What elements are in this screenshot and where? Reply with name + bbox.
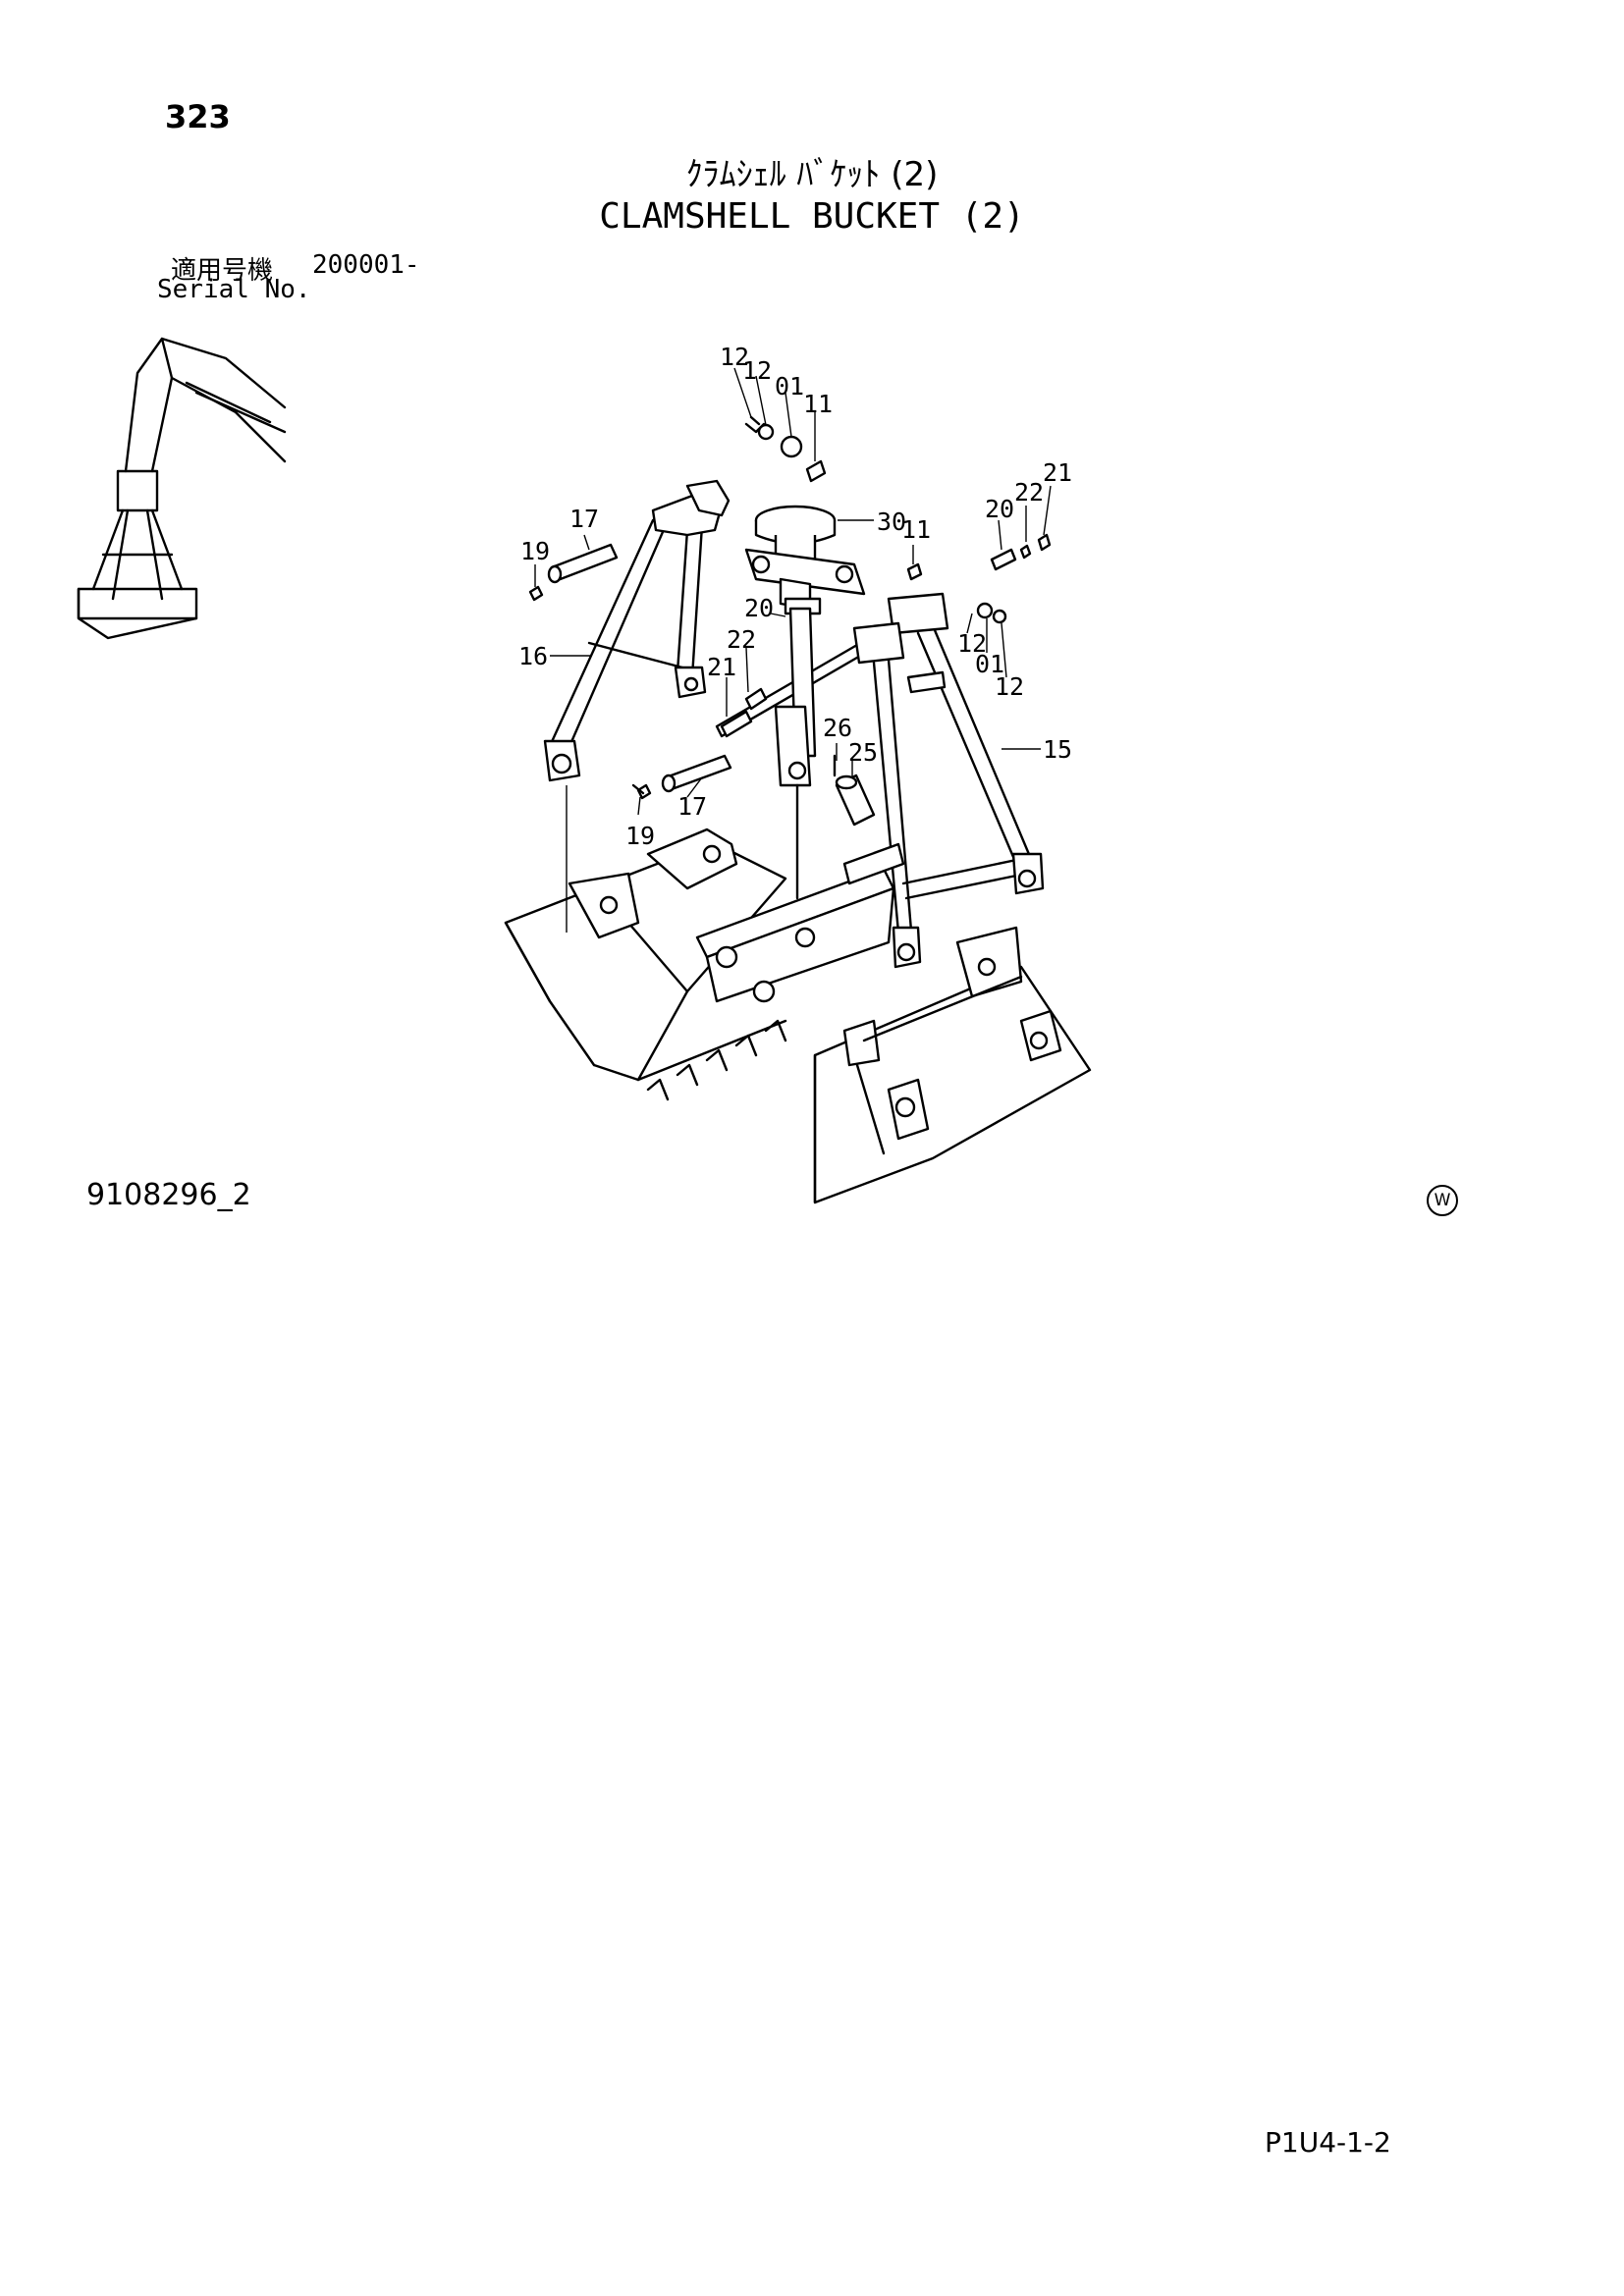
drawing-code: 9108296_2 — [86, 1178, 251, 1212]
excavator-thumbnail — [77, 337, 287, 640]
callout-21-b: 21 — [707, 653, 736, 681]
callout-25: 25 — [848, 738, 878, 767]
callout-11-b: 11 — [901, 515, 931, 544]
callout-12-d: 12 — [995, 672, 1024, 701]
callout-12-c: 12 — [957, 629, 987, 658]
rotator-head — [744, 505, 866, 900]
callout-11-a: 11 — [803, 390, 833, 418]
page-title-english: CLAMSHELL BUCKET (2) — [599, 196, 1025, 237]
serial-label-japanese: 適用号機 — [171, 256, 274, 286]
right-frame — [852, 592, 1045, 969]
callout-20-b: 20 — [744, 594, 774, 622]
callout-01-a: 01 — [775, 372, 804, 400]
callout-17-b: 17 — [677, 792, 707, 821]
upper-pin-group — [744, 415, 827, 483]
callout-20-a: 20 — [985, 495, 1014, 523]
callout-21-a: 21 — [1043, 458, 1072, 487]
pins-17-19 — [528, 543, 732, 800]
right-bucket-shell — [813, 926, 1092, 1204]
leader-lines — [534, 367, 1052, 933]
callout-30: 30 — [877, 507, 906, 536]
w-circle-mark: W — [1427, 1185, 1458, 1216]
center-beam — [695, 842, 905, 1003]
left-frame — [543, 479, 731, 782]
callout-labels: 12 12 01 11 17 19 30 11 20 22 21 16 20 2… — [518, 343, 1072, 850]
callout-16: 16 — [518, 642, 548, 670]
left-bucket-shell — [504, 828, 787, 1101]
right-pin-group — [906, 533, 1052, 624]
callout-19-a: 19 — [520, 537, 550, 565]
callout-12-b: 12 — [742, 356, 772, 385]
callout-22-a: 22 — [1014, 478, 1044, 507]
callout-17-a: 17 — [569, 505, 599, 533]
pin-25-26 — [833, 754, 876, 827]
page-title-japanese: ｸﾗﾑｼｪﾙ ﾊﾞｹｯﾄ (2) — [685, 155, 939, 194]
callout-22-b: 22 — [727, 625, 756, 654]
callout-19-b: 19 — [625, 822, 655, 850]
callout-26: 26 — [823, 714, 852, 742]
callout-15: 15 — [1043, 735, 1072, 764]
callout-12-a: 12 — [720, 343, 749, 371]
serial-number-value: 200001- — [312, 250, 420, 280]
page-reference: P1U4-1-2 — [1265, 2126, 1391, 2159]
page-number: 323 — [165, 98, 231, 135]
callout-01-b: 01 — [975, 650, 1004, 678]
serial-label-english: Serial No. — [157, 275, 311, 304]
